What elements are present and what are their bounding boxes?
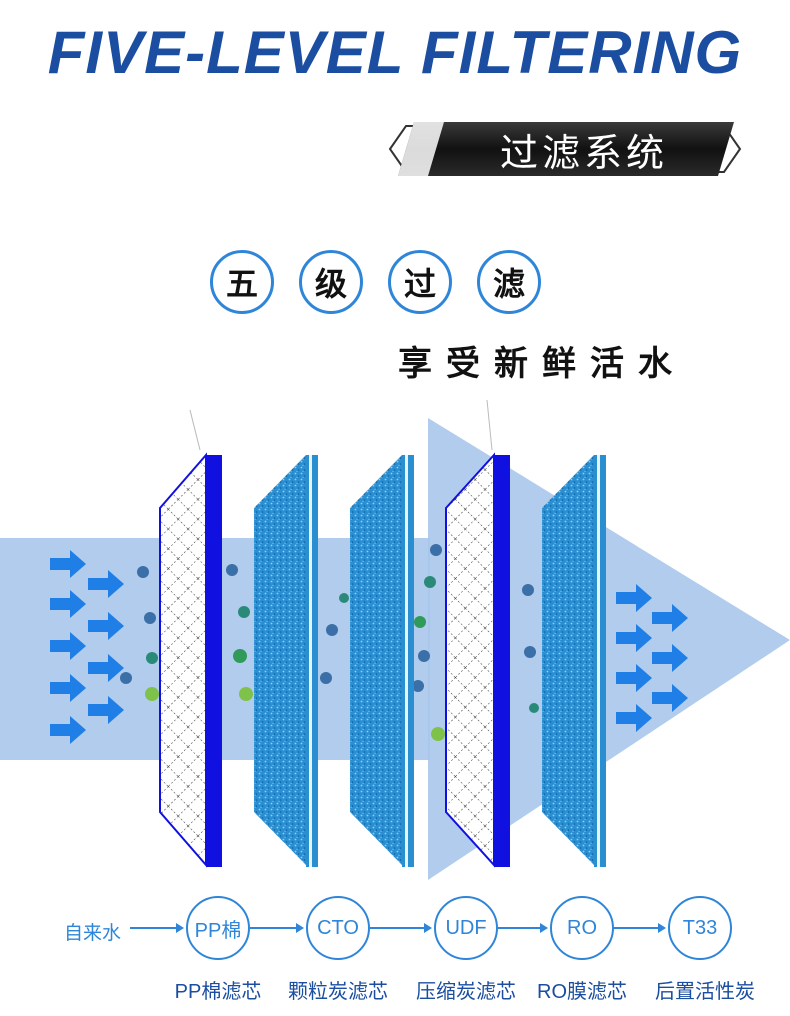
flow-node-cto: CTO [306,896,370,960]
guide-lines [189,400,493,451]
arrow-icon [50,716,86,744]
stage-label-udf: 压缩炭滤芯 [416,981,516,1003]
stage-label-pp: PP棉滤芯 [174,981,262,1003]
flow-node-ro: RO [550,896,614,960]
arrow-icon [88,696,124,724]
flow-node-udf: UDF [434,896,498,960]
arrow-right-icon [130,923,184,933]
filtration-diagram [0,400,790,880]
arrow-right-icon [370,923,432,933]
arrow-icon [652,604,688,632]
arrow-icon [88,654,124,682]
stage-label-cto: 颗粒炭滤芯 [288,981,388,1003]
slogan: 享受新鲜活水 [398,344,686,384]
arrow-right-icon [614,923,666,933]
banner-shape [388,122,742,176]
page-title: FIVE-LEVEL FILTERING [47,19,743,86]
filter-t33-carbon [542,455,606,867]
filter-udf-carbon [350,455,414,867]
filter-cto-carbon [254,455,318,867]
flow-node-t33: T33 [668,896,732,960]
arrow-icon [652,684,688,712]
arrow-icon [88,570,124,598]
filter-pp-cotton [159,452,222,868]
outlet-arrows [616,584,688,732]
arrow-right-icon [498,923,548,933]
flow-node-pp: PP棉 [186,896,250,960]
system-banner: 过滤系统 [384,118,748,180]
arrow-icon [50,632,86,660]
stage-label-t33: 后置活性炭 [655,981,755,1003]
arrow-icon [616,704,652,732]
filter-ro-membrane [445,452,510,868]
badge-filter-2: 滤 [477,250,541,314]
badge-five: 五 [210,250,274,314]
arrow-icon [616,664,652,692]
inlet-arrows [50,550,124,744]
badge-filter-1: 过 [388,250,452,314]
stage-label-ro: RO膜滤芯 [537,981,627,1003]
contaminant-particles [120,544,539,741]
arrow-icon [616,584,652,612]
arrow-icon [50,590,86,618]
arrow-icon [88,612,124,640]
badge-level: 级 [299,250,363,314]
arrow-icon [616,624,652,652]
banner-title: 过滤系统 [499,130,668,175]
arrow-icon [50,550,86,578]
arrow-right-icon [250,923,304,933]
arrow-icon [50,674,86,702]
flow-connectors [130,923,666,933]
arrow-icon [652,644,688,672]
flow-start-label: 自来水 [64,923,122,944]
